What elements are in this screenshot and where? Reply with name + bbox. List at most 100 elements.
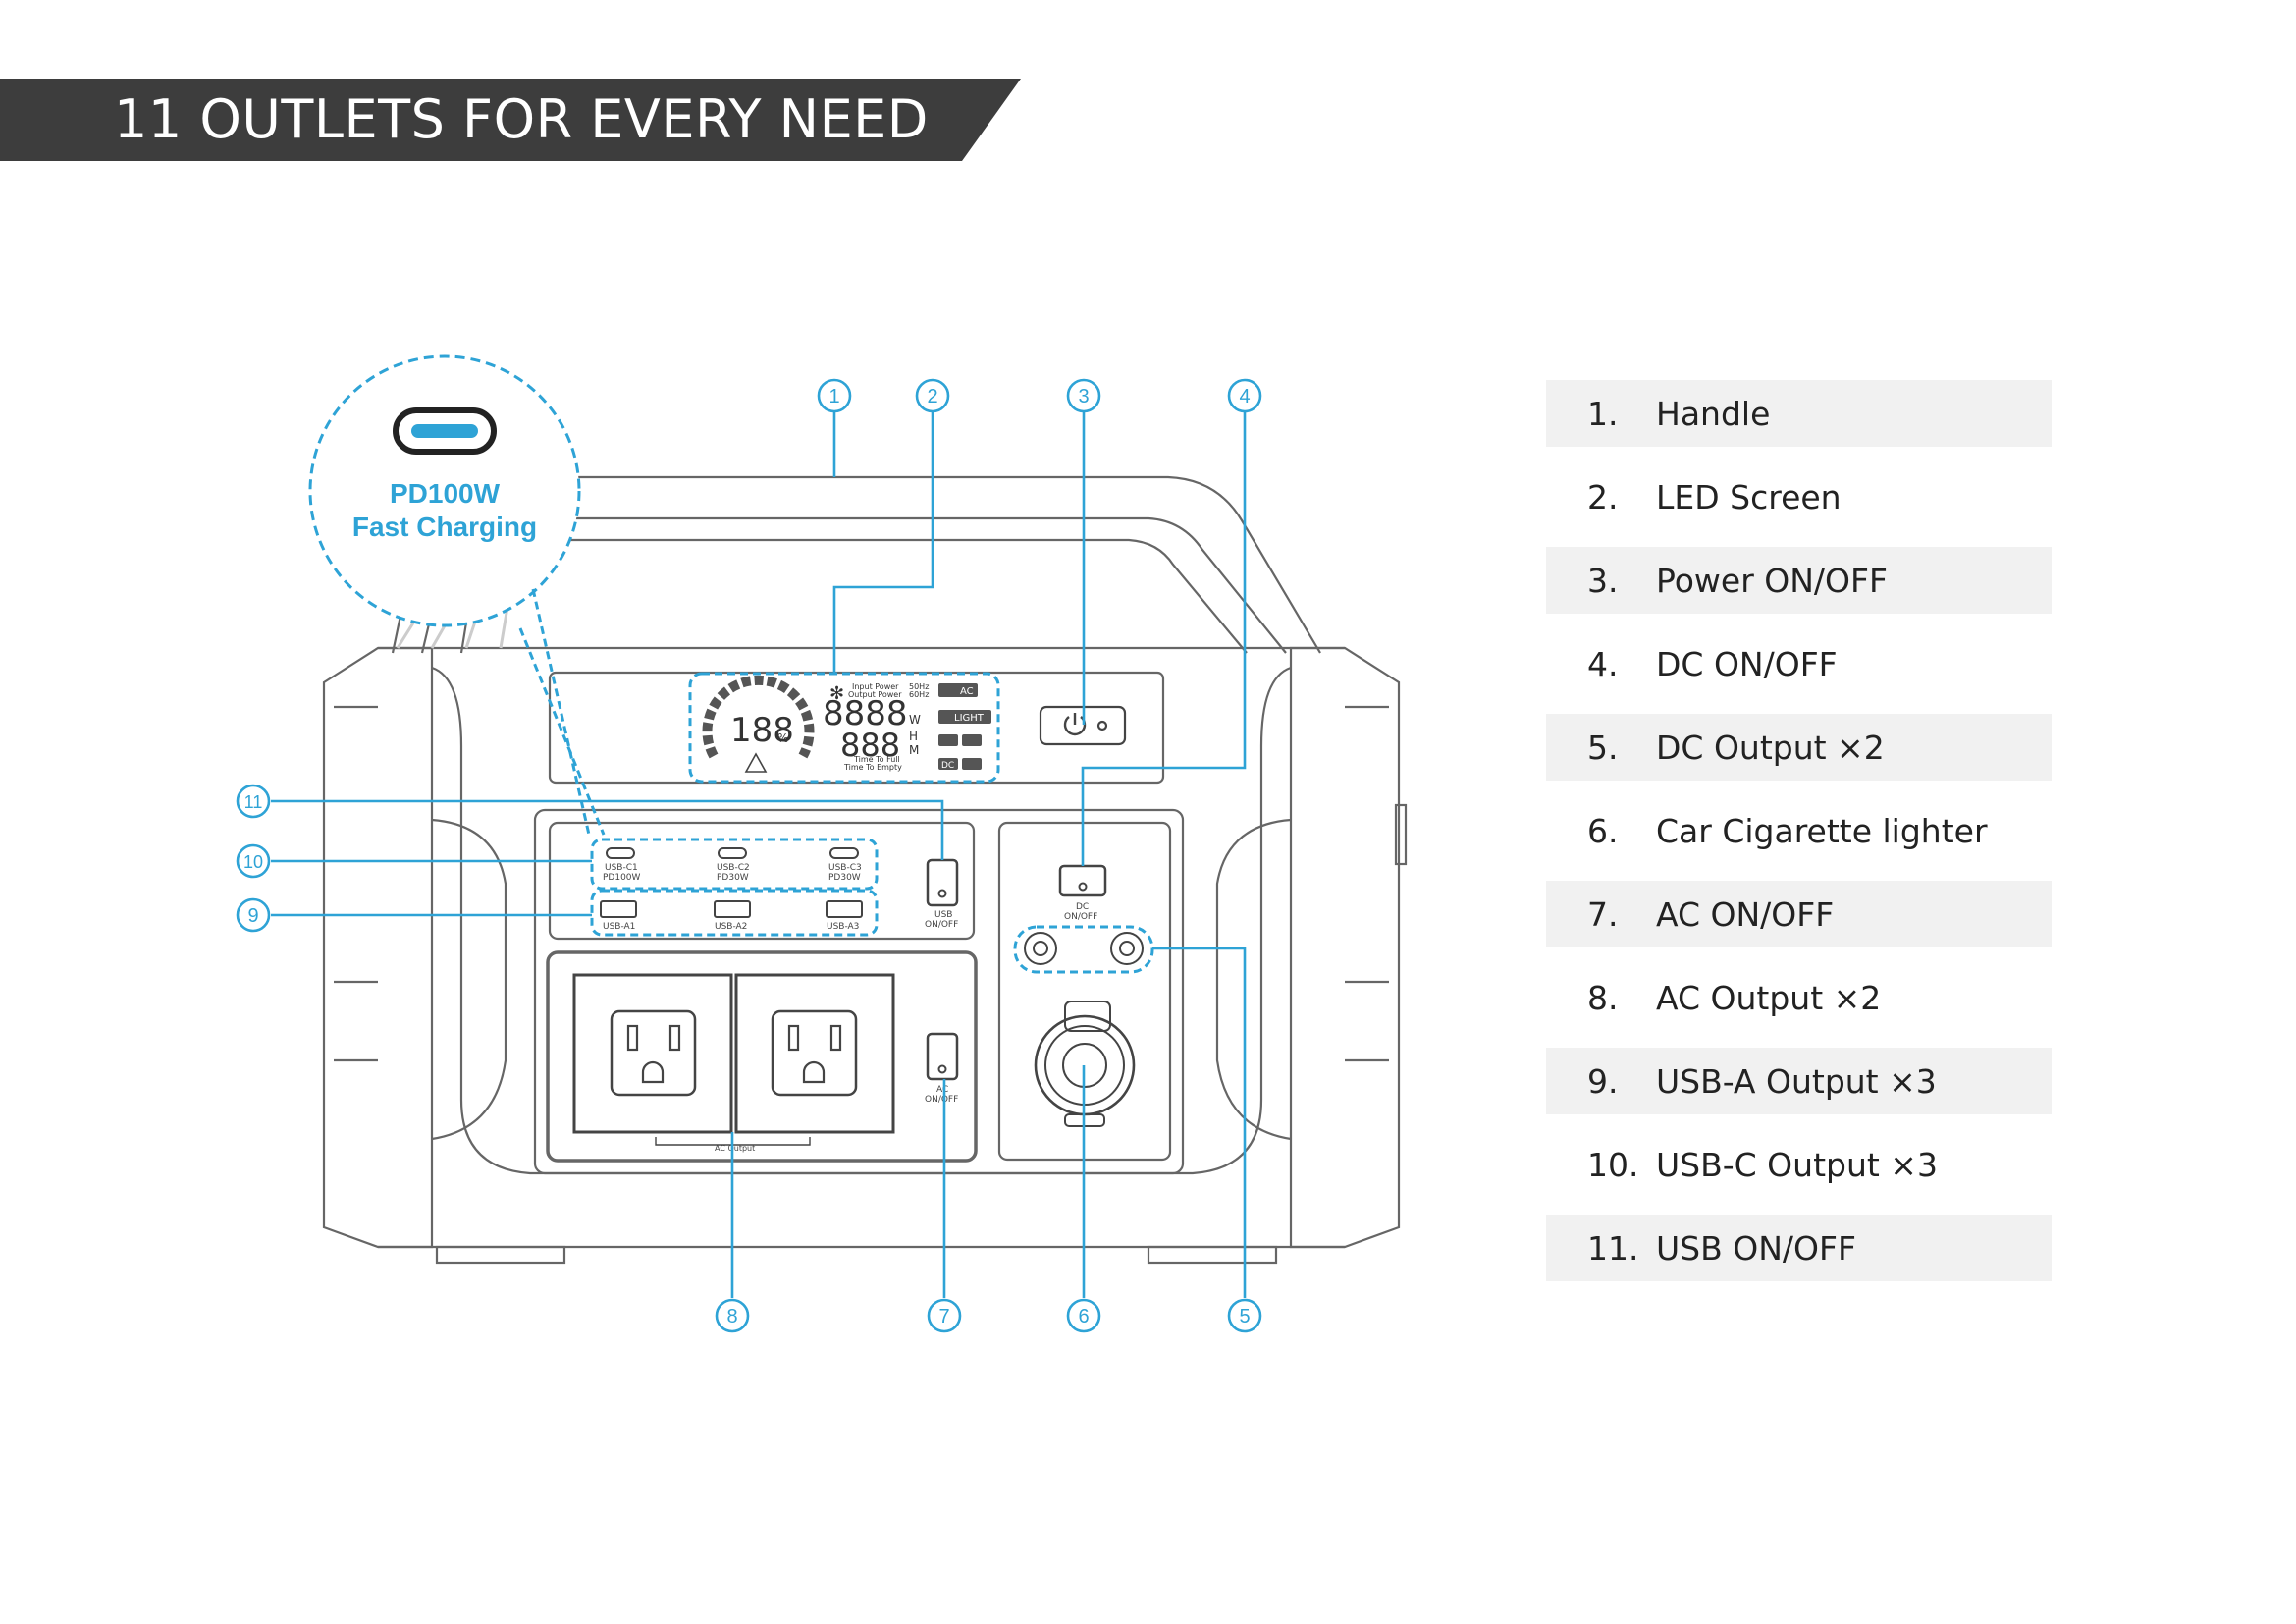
legend-item-dc-output: 5. DC Output ×2 xyxy=(1546,714,2052,781)
legend-label: Car Cigarette lighter xyxy=(1656,811,1988,850)
legend: 1. Handle 2. LED Screen 3. Power ON/OFF … xyxy=(1546,380,2052,1298)
leader-2 xyxy=(832,411,934,674)
legend-number: 4. xyxy=(1587,644,1619,683)
legend-number: 6. xyxy=(1587,811,1619,850)
dc-switch-label: DC xyxy=(1076,902,1089,912)
minutes-unit: M xyxy=(909,743,919,757)
ac-outlet-1 xyxy=(572,973,733,1134)
legend-number: 11. xyxy=(1587,1228,1639,1268)
hz50-label: 50Hz xyxy=(909,682,929,691)
ac-outlet-2 xyxy=(734,973,895,1134)
led-screen-highlight xyxy=(688,672,1000,784)
usb-c2-port xyxy=(718,847,747,859)
usb-c2-power-label: PD30W xyxy=(717,873,749,883)
usb-c1-label: USB-C1 xyxy=(605,863,638,873)
banner-shape xyxy=(0,79,1021,161)
body-outline xyxy=(322,646,1401,1249)
legend-label: LED Screen xyxy=(1656,477,1842,516)
usb-switch xyxy=(926,858,959,907)
usb-a1-port xyxy=(600,900,637,918)
legend-item-led-screen: 2. LED Screen xyxy=(1546,463,2052,530)
usb-switch-onoff-label: ON/OFF xyxy=(925,920,958,930)
usb-a3-port xyxy=(826,900,863,918)
battery-percent: 188 xyxy=(730,711,794,750)
marker-3-label: 3 xyxy=(1078,386,1089,407)
marker-3 xyxy=(1066,378,1101,413)
marker-7-label: 7 xyxy=(938,1306,949,1327)
callout-title: PD100W xyxy=(390,478,501,509)
percent-unit: % xyxy=(777,731,788,745)
marker-11 xyxy=(236,784,271,819)
legend-item-usb-c-output: 10. USB-C Output ×3 xyxy=(1546,1131,2052,1198)
ac-switch xyxy=(926,1032,959,1081)
watts-readout: 8888 xyxy=(823,694,908,733)
watts-unit: W xyxy=(909,713,921,727)
marker-8-label: 8 xyxy=(726,1306,737,1327)
legend-item-dc-onoff: 4. DC ON/OFF xyxy=(1546,630,2052,697)
legend-number: 5. xyxy=(1587,728,1619,767)
marker-8 xyxy=(715,1298,750,1333)
ac-switch-onoff-label: ON/OFF xyxy=(925,1095,958,1105)
marker-1-label: 1 xyxy=(828,386,839,407)
leader-11 xyxy=(271,799,944,860)
usb-a2-port xyxy=(714,900,751,918)
usb-a2-label: USB-A2 xyxy=(715,922,747,932)
usb-a-highlight xyxy=(590,889,879,937)
legend-label: USB ON/OFF xyxy=(1656,1228,1856,1268)
hours-readout: 888 xyxy=(840,727,900,764)
callout-subtitle: Fast Charging xyxy=(352,512,537,542)
legend-label: DC ON/OFF xyxy=(1656,644,1838,683)
legend-item-usb-a-output: 9. USB-A Output ×3 xyxy=(1546,1048,2052,1114)
leader-5 xyxy=(1152,947,1247,1298)
marker-6-label: 6 xyxy=(1078,1306,1089,1327)
hz60-label: 60Hz xyxy=(909,690,929,699)
title-banner: 11 OUTLETS FOR EVERY NEED xyxy=(0,79,1021,161)
legend-item-car-lighter: 6. Car Cigarette lighter xyxy=(1546,797,2052,864)
output-power-label: Output Power xyxy=(848,690,902,699)
legend-label: AC ON/OFF xyxy=(1656,894,1835,934)
marker-2 xyxy=(915,378,950,413)
marker-5 xyxy=(1227,1298,1262,1333)
markers xyxy=(236,378,1262,1333)
time-to-full-label: Time To Full xyxy=(853,755,900,764)
dc-switch-onoff-label: ON/OFF xyxy=(1064,912,1097,922)
legend-item-usb-onoff: 11. USB ON/OFF xyxy=(1546,1215,2052,1281)
ac-switch-label: AC xyxy=(936,1085,948,1095)
marker-9 xyxy=(236,897,271,933)
led-screen xyxy=(702,675,991,773)
legend-item-ac-output: 8. AC Output ×2 xyxy=(1546,964,2052,1031)
usb-c1-port xyxy=(606,847,635,859)
time-to-empty-label: Time To Empty xyxy=(843,763,902,772)
hours-unit: H xyxy=(909,730,918,743)
marker-1 xyxy=(817,378,852,413)
marker-9-label: 9 xyxy=(247,905,258,927)
legend-item-power-onoff: 3. Power ON/OFF xyxy=(1546,547,2052,614)
legend-number: 10. xyxy=(1587,1145,1639,1184)
legend-label: AC Output ×2 xyxy=(1656,978,1882,1017)
legend-label: USB-C Output ×3 xyxy=(1656,1145,1938,1184)
legend-number: 2. xyxy=(1587,477,1619,516)
legend-label: DC Output ×2 xyxy=(1656,728,1885,767)
marker-4-label: 4 xyxy=(1239,386,1250,407)
usb-c-highlight xyxy=(590,838,879,891)
leader-4 xyxy=(1081,411,1247,866)
legend-number: 8. xyxy=(1587,978,1619,1017)
dc-output-2 xyxy=(1110,932,1144,965)
ac-output-label: AC Output xyxy=(715,1144,755,1153)
dc-indicator: DC xyxy=(941,761,954,771)
legend-item-ac-onoff: 7. AC ON/OFF xyxy=(1546,881,2052,947)
pd100w-callout: PD100W Fast Charging xyxy=(308,354,581,649)
input-power-label: Input Power xyxy=(852,682,899,691)
usb-c2-label: USB-C2 xyxy=(717,863,750,873)
dc-output-1 xyxy=(1024,932,1057,965)
usb-c3-port xyxy=(829,847,859,859)
legend-label: Power ON/OFF xyxy=(1656,561,1888,600)
legend-item-handle: 1. Handle xyxy=(1546,380,2052,447)
marker-7 xyxy=(927,1298,962,1333)
ac-indicator: AC xyxy=(960,686,974,697)
marker-4 xyxy=(1227,378,1262,413)
legend-number: 3. xyxy=(1587,561,1619,600)
marker-5-label: 5 xyxy=(1239,1306,1250,1327)
legend-label: Handle xyxy=(1656,394,1771,433)
